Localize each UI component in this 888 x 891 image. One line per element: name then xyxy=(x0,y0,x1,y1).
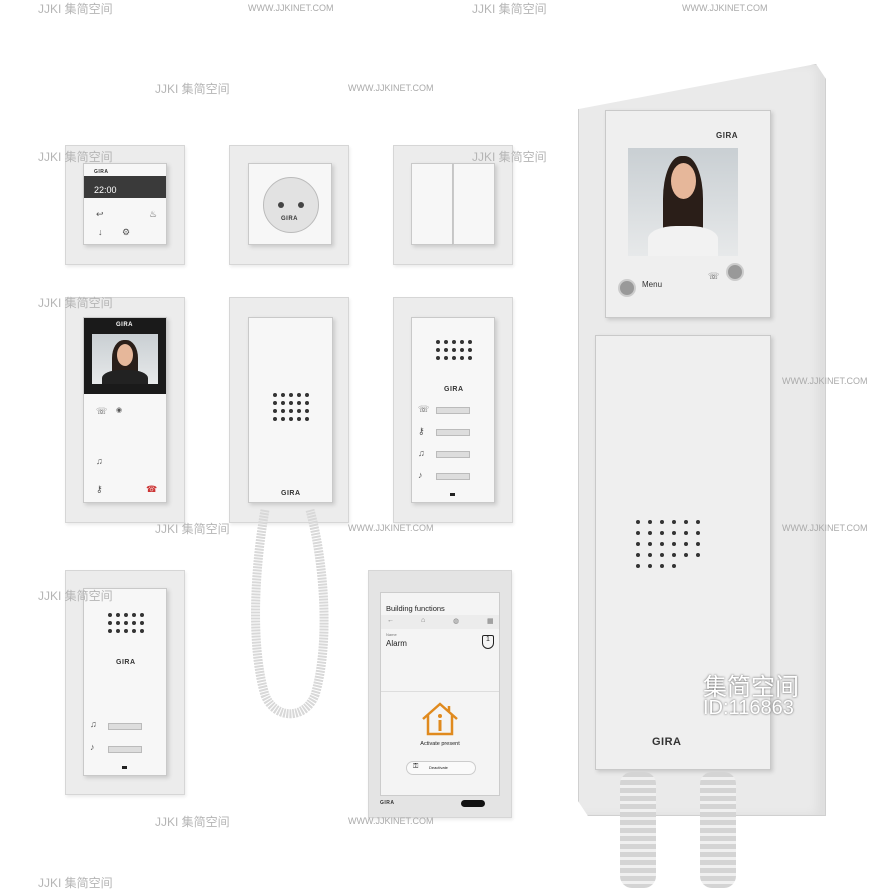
power-socket: GIRA xyxy=(248,163,332,245)
watermark-site: WWW.JJKINET.COM xyxy=(782,376,868,386)
handset-icon: ☏ xyxy=(418,404,430,414)
brand-logo: GIRA xyxy=(116,322,133,328)
call-button[interactable] xyxy=(108,723,142,730)
watermark-id: ID:116863 xyxy=(703,697,794,719)
menu-button-right[interactable] xyxy=(726,263,744,281)
brand-logo: GIRA xyxy=(716,131,738,140)
watermark-site: WWW.JJKINET.COM xyxy=(248,3,334,13)
cord xyxy=(700,772,736,888)
brand-logo: GIRA xyxy=(652,736,682,748)
watermark-logo: JJKI 集简空间 xyxy=(155,815,230,829)
back-icon[interactable]: ↩ xyxy=(96,209,104,219)
watermark-logo: JJKI 集简空间 xyxy=(472,150,547,164)
watermark-site: WWW.JJKINET.COM xyxy=(682,3,768,13)
bell-icon: ♫ xyxy=(90,719,97,729)
speaker-grille xyxy=(273,393,309,421)
globe-icon[interactable]: ◍ xyxy=(453,618,460,625)
call-icon[interactable]: ☎ xyxy=(146,484,158,494)
speaker-grille xyxy=(436,340,472,360)
call-button[interactable] xyxy=(108,746,142,753)
led-indicator xyxy=(450,493,455,496)
watermark-site: WWW.JJKINET.COM xyxy=(348,816,434,826)
menu-button-left[interactable] xyxy=(618,279,636,297)
brand-logo: GIRA xyxy=(380,800,395,806)
brand-logo: GIRA xyxy=(281,490,301,497)
video-feed-image xyxy=(92,334,158,384)
brand-logo: GIRA xyxy=(116,659,136,666)
coiled-cord xyxy=(251,508,329,719)
time-display: 22:00 xyxy=(94,185,117,195)
handset-phone[interactable]: GIRA xyxy=(248,317,333,503)
socket-hole xyxy=(278,202,284,208)
brand-logo: GIRA xyxy=(94,169,109,175)
watermark-logo: JJKI 集简空间 xyxy=(38,2,113,16)
deactivate-button[interactable]: ⚿ Deactivate xyxy=(406,761,476,775)
watermark-logo: JJKI 集简空间 xyxy=(38,589,113,603)
led-indicator xyxy=(122,766,127,769)
watermark-logo: JJKI 集简空间 xyxy=(155,82,230,96)
screen-title: Building functions xyxy=(386,604,445,613)
back-arrow-icon[interactable]: ← xyxy=(387,617,394,624)
call-button[interactable] xyxy=(436,451,470,458)
call-button[interactable] xyxy=(436,473,470,480)
indoor-handset[interactable]: GIRA xyxy=(595,335,771,770)
bell-icon[interactable]: ♫ xyxy=(96,456,103,466)
flame-icon[interactable]: ♨ xyxy=(149,209,158,219)
activate-present-label: Activate present xyxy=(420,741,460,747)
watermark-logo: JJKI 集简空间 xyxy=(38,876,113,890)
bell-mute-icon: ♪ xyxy=(418,470,423,480)
touch-screen[interactable]: Building functions ← ⌂ ◍ ▦ Name Alarm 1 … xyxy=(380,592,500,796)
video-phone: GIRA ☏ ◉ ♫ ⚷ ☎ xyxy=(83,317,167,503)
alarm-badge-icon[interactable]: 1 xyxy=(482,635,494,649)
menu-label: Menu xyxy=(642,280,663,289)
watermark-logo: JJKI 集简空间 xyxy=(38,150,113,164)
door-station: GIRA ☏ ⚷ ♫ ♪ xyxy=(411,317,495,503)
unlock-icon: ⚿ xyxy=(413,763,419,770)
bell-icon: ♫ xyxy=(418,448,425,458)
watermark-site: WWW.JJKINET.COM xyxy=(348,523,434,533)
nav-bar: ← ⌂ ◍ ▦ xyxy=(381,615,499,629)
deactivate-label: Deactivate xyxy=(429,765,448,770)
call-button[interactable] xyxy=(436,429,470,436)
speaker-grille xyxy=(108,613,144,633)
watermark-logo: JJKI 集简空间 xyxy=(155,522,230,536)
key-icon: ⚷ xyxy=(418,426,425,436)
watermark-logo: JJKI 集简空间 xyxy=(472,2,547,16)
handset-icon: ☏ xyxy=(708,271,720,281)
settings-icon[interactable]: ⚙ xyxy=(122,227,131,237)
thermostat-display: 22:00 xyxy=(84,176,166,198)
section-label: Name xyxy=(386,632,397,637)
brand-logo: GIRA xyxy=(444,386,464,393)
watermark-logo: JJKI 集简空间 xyxy=(38,296,113,310)
house-presence-icon[interactable] xyxy=(420,701,460,737)
proximity-sensor xyxy=(461,800,485,807)
light-switch-left[interactable] xyxy=(411,163,453,245)
watermark-title: 集简空间 xyxy=(703,674,799,701)
camera-image xyxy=(628,148,738,256)
divider xyxy=(381,691,499,692)
call-button[interactable] xyxy=(436,407,470,414)
video-door-station: GIRA Menu ☏ xyxy=(605,110,771,318)
speaker-grille xyxy=(636,520,701,568)
light-switch-right[interactable] xyxy=(453,163,495,245)
audio-station: GIRA ♫ ♪ xyxy=(83,588,167,776)
thermostat[interactable]: GIRA 22:00 ↩ ♨ ↓ ⚙ xyxy=(83,163,167,245)
down-icon[interactable]: ↓ xyxy=(98,227,103,237)
brand-logo: GIRA xyxy=(281,216,298,222)
watermark-site: WWW.JJKINET.COM xyxy=(348,83,434,93)
home-icon[interactable]: ⌂ xyxy=(421,617,426,624)
watermark-site: WWW.JJKINET.COM xyxy=(782,523,868,533)
view-icon[interactable]: ◉ xyxy=(116,407,123,414)
video-phone-screen-bezel: GIRA xyxy=(84,318,166,394)
socket-well xyxy=(263,177,319,233)
handset-icon[interactable]: ☏ xyxy=(96,406,108,416)
socket-hole xyxy=(298,202,304,208)
bell-mute-icon: ♪ xyxy=(90,742,95,752)
key-icon[interactable]: ⚷ xyxy=(96,484,103,494)
grid-icon[interactable]: ▦ xyxy=(487,618,494,625)
cord xyxy=(620,772,656,888)
alarm-label: Alarm xyxy=(386,639,407,648)
